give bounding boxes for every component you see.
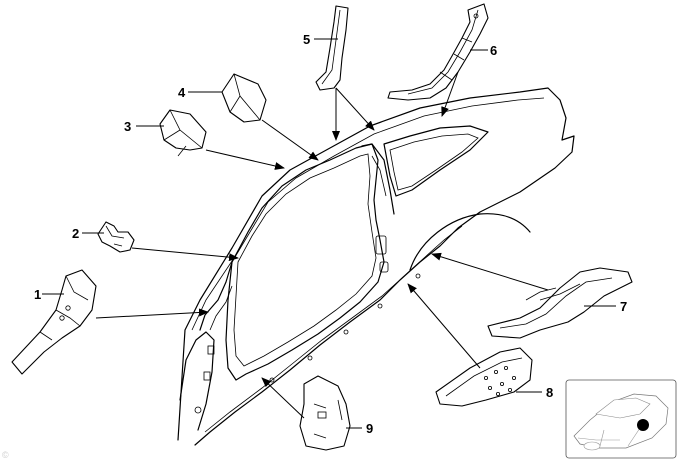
callout-5: 5 bbox=[303, 32, 310, 47]
part-7-sill-panel bbox=[487, 267, 633, 339]
callout-2: 2 bbox=[72, 226, 79, 241]
part-5-pillar-trim bbox=[315, 5, 349, 91]
location-marker-dot bbox=[637, 419, 649, 431]
part-3-panel bbox=[159, 109, 207, 157]
part-1-front-pillar-reinforcement bbox=[11, 269, 97, 375]
part-9-rear-bracket bbox=[299, 375, 351, 451]
callout-8: 8 bbox=[546, 385, 553, 400]
callout-6: 6 bbox=[490, 43, 497, 58]
callout-1: 1 bbox=[34, 287, 41, 302]
body-side-frame bbox=[177, 87, 575, 446]
part-4-panel bbox=[221, 73, 267, 123]
callout-4: 4 bbox=[178, 85, 186, 100]
part-6-roof-rail bbox=[387, 3, 489, 101]
callout-leaders bbox=[42, 38, 616, 429]
part-8-floor-reinforcement bbox=[435, 347, 533, 407]
vehicle-thumbnail-inset bbox=[565, 379, 677, 459]
callout-labels: 1 2 3 4 5 6 7 8 9 bbox=[34, 32, 627, 436]
callout-7: 7 bbox=[620, 299, 627, 314]
part-2-bracket bbox=[97, 221, 135, 253]
watermark-text: © bbox=[2, 450, 9, 460]
callout-9: 9 bbox=[366, 421, 373, 436]
callout-3: 3 bbox=[124, 119, 131, 134]
